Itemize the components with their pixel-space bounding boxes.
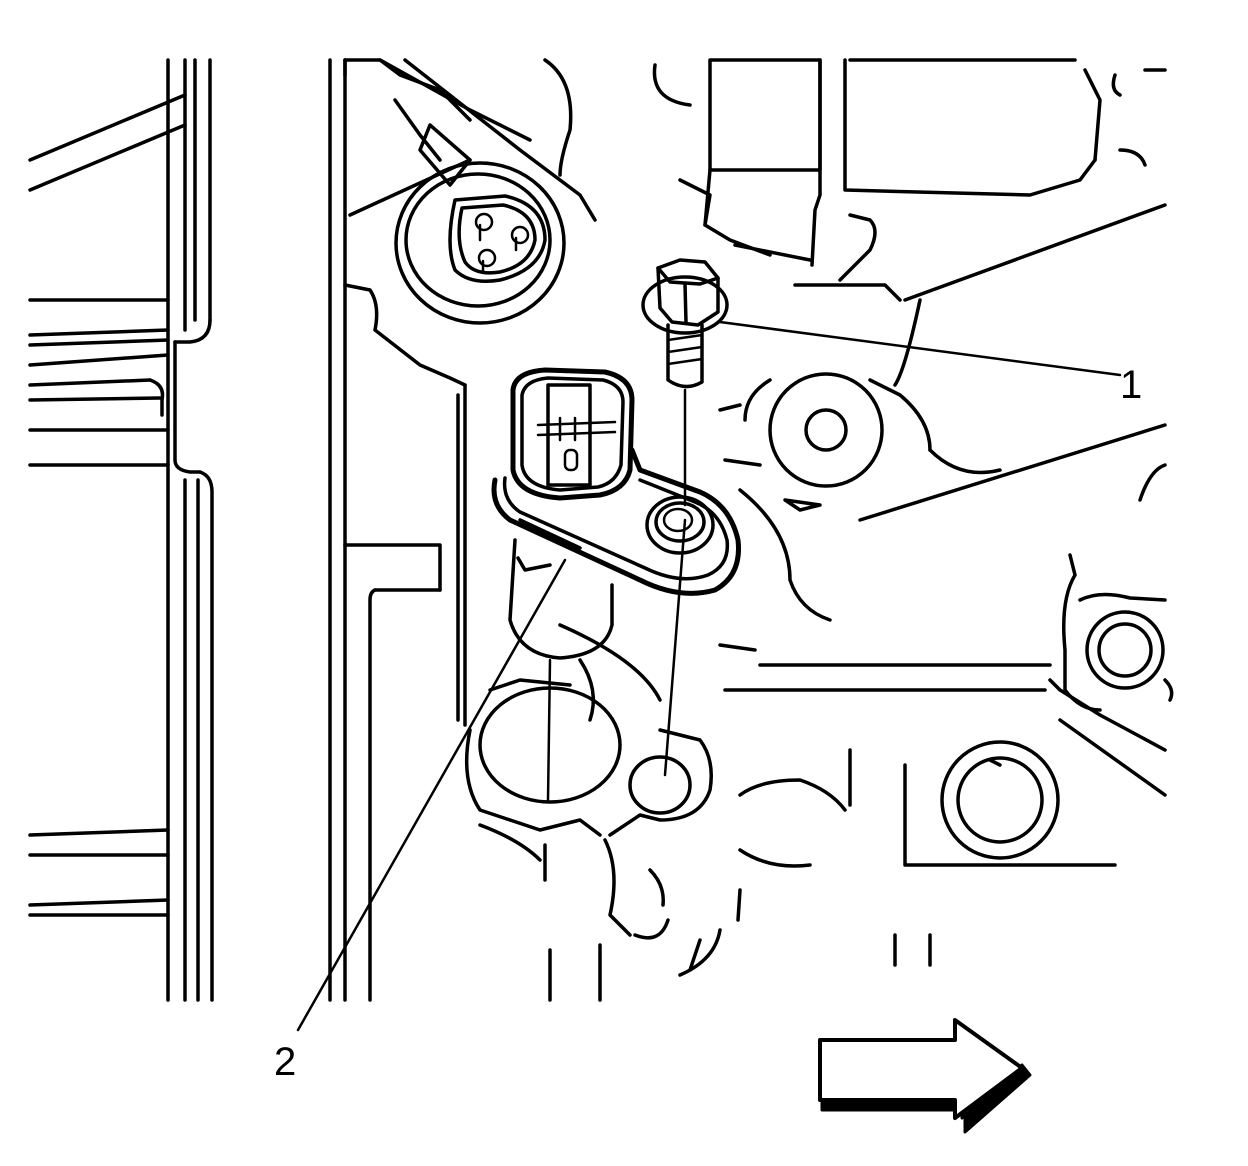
callout-label-1: 1 — [1120, 363, 1142, 407]
round-connector — [378, 58, 597, 325]
left-frame-panel — [28, 58, 214, 1002]
callout-1: 1 — [718, 320, 1142, 407]
upper-right-structure — [652, 58, 1167, 387]
right-flange — [723, 553, 1174, 867]
arrow-right-icon — [818, 1018, 1032, 1134]
vertical-frame-member — [328, 58, 532, 1002]
sensor-bore — [464, 623, 932, 1002]
sensor — [491, 367, 742, 802]
callout-2: 2 — [274, 558, 567, 1084]
bolt — [641, 258, 729, 777]
callout-label-2: 2 — [274, 1040, 296, 1084]
mounting-boss — [718, 372, 1167, 622]
